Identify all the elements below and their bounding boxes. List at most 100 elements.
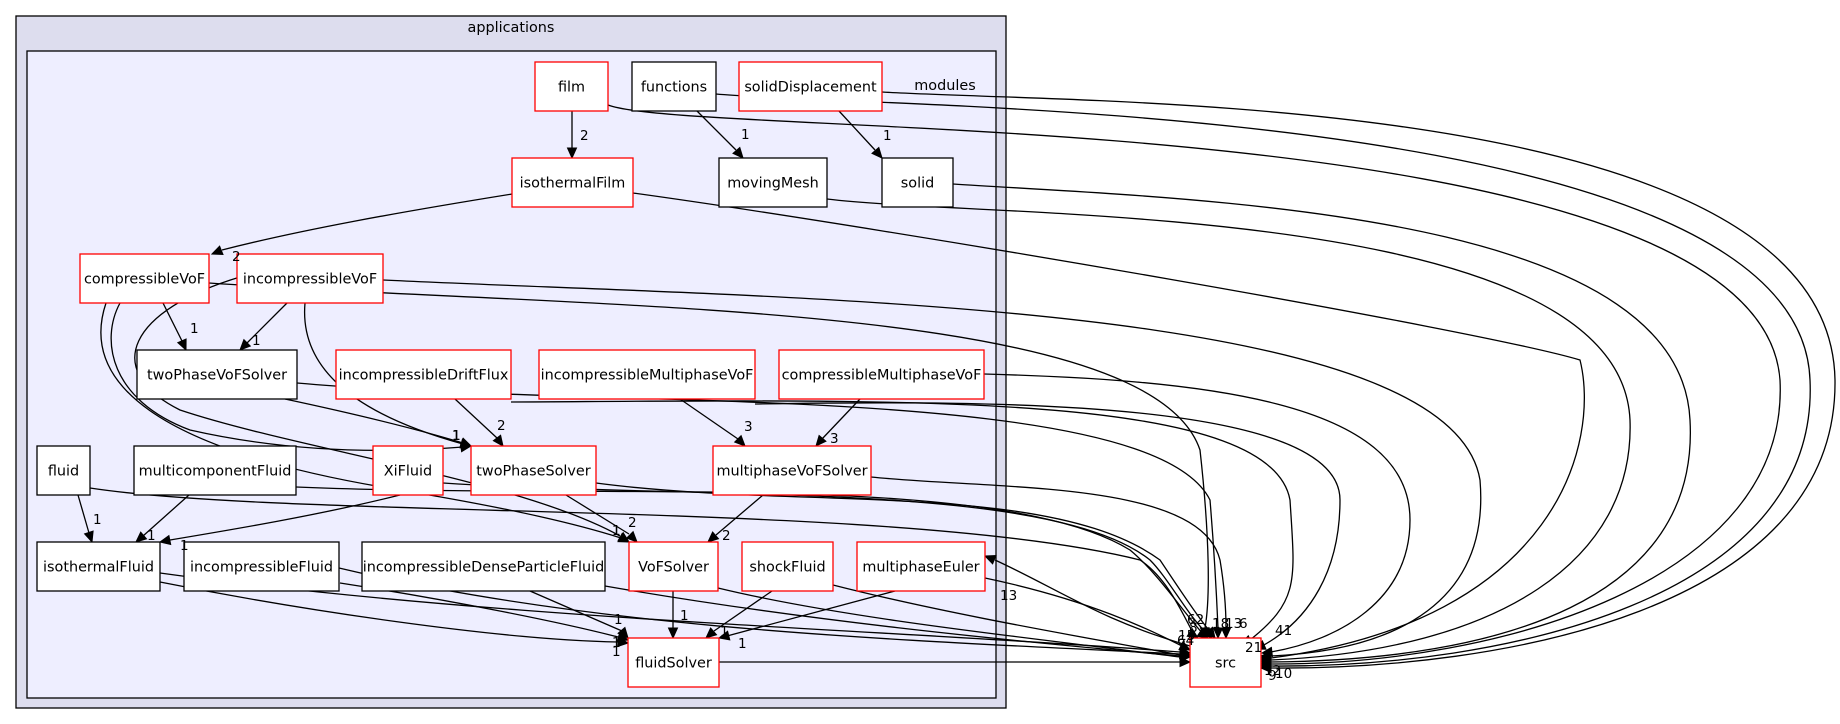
node-film[interactable]: film xyxy=(534,61,609,112)
node-box[interactable] xyxy=(36,541,161,592)
edge-line[interactable] xyxy=(696,110,737,151)
edge-line[interactable] xyxy=(715,93,1811,667)
edge-twoPhaseSolver-VoFSolver[interactable] xyxy=(565,494,638,543)
node-box[interactable] xyxy=(236,253,384,304)
edge-compressibleMultiphaseVoF-multiphaseVoFSolver[interactable] xyxy=(815,398,861,447)
edge-line[interactable] xyxy=(382,279,1482,657)
node-multiphaseEuler[interactable]: multiphaseEuler xyxy=(856,541,986,592)
edge-multiphaseEuler-src[interactable] xyxy=(984,577,1192,651)
node-solid[interactable]: solid xyxy=(881,157,954,208)
node-box[interactable] xyxy=(631,61,717,112)
node-box[interactable] xyxy=(741,541,834,592)
edge-isothermalFluid-fluidSolver[interactable] xyxy=(159,581,630,648)
node-compressibleMultiphaseVoF[interactable]: compressibleMultiphaseVoF xyxy=(778,349,985,400)
node-isothermalFilm[interactable]: isothermalFilm xyxy=(511,157,634,208)
node-incompressibleDenseParticleFluid[interactable]: incompressibleDenseParticleFluid xyxy=(361,541,606,592)
edge-line[interactable] xyxy=(983,373,1411,653)
node-fluid[interactable]: fluid xyxy=(36,445,91,496)
node-box[interactable] xyxy=(79,253,210,304)
node-multicomponentFluid[interactable]: multicomponentFluid xyxy=(133,445,297,496)
edge-incompressibleDriftFlux-twoPhaseSolver[interactable] xyxy=(454,398,504,447)
node-incompressibleFluid[interactable]: incompressibleFluid xyxy=(183,541,340,592)
edge-line[interactable] xyxy=(679,398,739,440)
edge-line[interactable] xyxy=(607,104,1781,665)
edge-isothermalFilm-compressibleVoF[interactable] xyxy=(210,193,513,256)
edge-line[interactable] xyxy=(717,587,1181,658)
edge-line[interactable] xyxy=(832,584,1181,656)
node-box[interactable] xyxy=(712,445,872,496)
edge-multiphaseEuler-fluidSolver[interactable] xyxy=(717,590,896,641)
edge-incompressibleVoF-twoPhaseVoFSolver[interactable] xyxy=(239,302,288,351)
node-incompressibleDriftFlux[interactable]: incompressibleDriftFlux xyxy=(335,349,512,400)
edge-film-isothermalFilm[interactable] xyxy=(566,111,578,160)
edge-line[interactable] xyxy=(221,193,513,251)
node-functions[interactable]: functions xyxy=(631,61,717,112)
node-incompressibleMultiphaseVoF[interactable]: incompressibleMultiphaseVoF xyxy=(538,349,756,400)
node-box[interactable] xyxy=(738,61,883,112)
edge-line[interactable] xyxy=(442,482,1211,637)
edge-line[interactable] xyxy=(77,494,90,534)
edge-line[interactable] xyxy=(159,581,619,643)
edge-line[interactable] xyxy=(529,590,623,632)
node-box[interactable] xyxy=(1189,637,1262,688)
edge-line[interactable] xyxy=(715,494,764,536)
node-XiFluid[interactable]: XiFluid xyxy=(372,445,444,496)
edge-line[interactable] xyxy=(826,198,1631,661)
edge-line[interactable] xyxy=(284,398,464,444)
edge-functions-movingMesh[interactable] xyxy=(696,110,744,159)
node-movingMesh[interactable]: movingMesh xyxy=(718,157,828,208)
node-box[interactable] xyxy=(36,445,91,496)
edge-XiFluid-isothermalFluid[interactable] xyxy=(158,494,401,546)
node-src[interactable]: src xyxy=(1189,637,1262,688)
edge-multiphaseVoFSolver-src[interactable] xyxy=(870,476,1232,640)
edge-line[interactable] xyxy=(821,398,861,440)
node-box[interactable] xyxy=(511,157,634,208)
node-multiphaseVoFSolver[interactable]: multiphaseVoFSolver xyxy=(712,445,872,496)
edge-line[interactable] xyxy=(838,110,876,151)
node-shockFluid[interactable]: shockFluid xyxy=(741,541,834,592)
node-box[interactable] xyxy=(335,349,512,400)
edge-line[interactable] xyxy=(510,400,1294,641)
edge-line[interactable] xyxy=(604,585,1181,657)
edge-line[interactable] xyxy=(89,487,1196,637)
edge-incompressibleMultiphaseVoF-multiphaseVoFSolver[interactable] xyxy=(679,398,746,447)
edge-multicomponentFluid-isothermalFluid[interactable] xyxy=(135,494,190,543)
node-fluidSolver[interactable]: fluidSolver xyxy=(627,637,720,688)
edge-line[interactable] xyxy=(726,590,896,637)
node-solidDisplacement[interactable]: solidDisplacement xyxy=(738,61,883,112)
node-incompressibleVoF[interactable]: incompressibleVoF xyxy=(236,253,384,304)
edge-line[interactable] xyxy=(142,494,190,537)
node-VoFSolver[interactable]: VoFSolver xyxy=(628,541,719,592)
node-box[interactable] xyxy=(628,541,719,592)
edge-line[interactable] xyxy=(870,476,1227,629)
edge-shockFluid-src[interactable] xyxy=(832,584,1192,661)
edge-fluid-src[interactable] xyxy=(89,487,1200,639)
node-box[interactable] xyxy=(778,349,985,400)
node-compressibleVoF[interactable]: compressibleVoF xyxy=(79,253,210,304)
node-box[interactable] xyxy=(372,445,444,496)
edge-solidDisplacement-solid[interactable] xyxy=(838,110,883,159)
node-box[interactable] xyxy=(881,157,954,208)
node-box[interactable] xyxy=(538,349,756,400)
edge-line[interactable] xyxy=(162,302,183,342)
edge-solidDisplacement-src[interactable] xyxy=(881,91,1836,674)
edge-line[interactable] xyxy=(632,192,1585,659)
node-isothermalFluid[interactable]: isothermalFluid xyxy=(36,541,161,592)
edge-line[interactable] xyxy=(881,91,1836,669)
edge-multiphaseVoFSolver-VoFSolver[interactable] xyxy=(707,494,764,543)
edge-line[interactable] xyxy=(100,302,622,539)
node-box[interactable] xyxy=(534,61,609,112)
edge-line[interactable] xyxy=(169,494,401,541)
node-twoPhaseSolver[interactable]: twoPhaseSolver xyxy=(470,445,597,496)
node-box[interactable] xyxy=(718,157,828,208)
edge-line[interactable] xyxy=(952,183,1691,663)
edge-line[interactable] xyxy=(208,282,1209,629)
edge-line[interactable] xyxy=(296,382,1219,629)
node-twoPhaseVoFSolver[interactable]: twoPhaseVoFSolver xyxy=(136,349,298,400)
node-box[interactable] xyxy=(470,445,597,496)
node-box[interactable] xyxy=(133,445,297,496)
node-box[interactable] xyxy=(361,541,606,592)
edge-line[interactable] xyxy=(246,302,288,344)
edge-twoPhaseVoFSolver-src[interactable] xyxy=(296,382,1224,640)
edge-compressibleVoF-src[interactable] xyxy=(208,282,1211,640)
